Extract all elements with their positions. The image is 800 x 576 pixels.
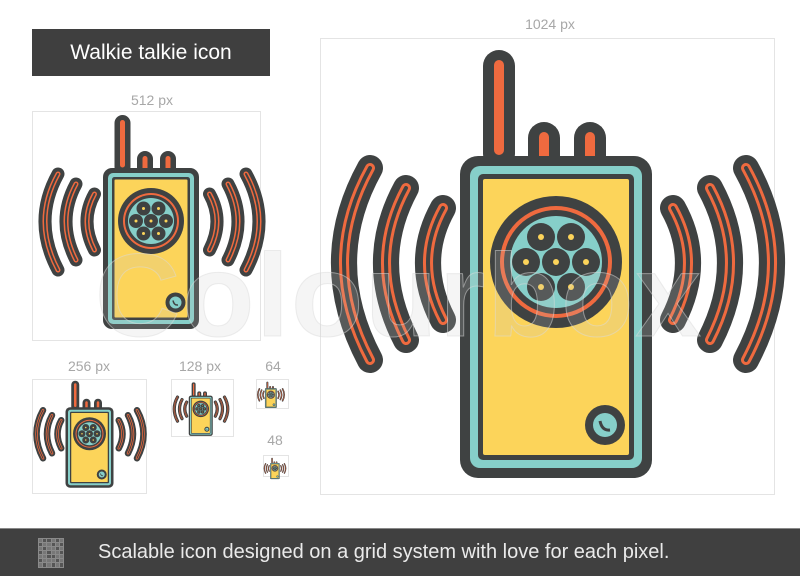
walkie-talkie-icon-128: [171, 381, 231, 440]
walkie-talkie-icon-64: [256, 381, 286, 410]
walkie-talkie-icon-256: [30, 378, 150, 496]
footer-bar: Scalable icon designed on a grid system …: [0, 528, 800, 576]
footer-text: Scalable icon designed on a grid system …: [98, 541, 670, 563]
walkie-talkie-icon-1024: [318, 40, 798, 510]
page-title: Walkie talkie icon: [32, 29, 270, 76]
size-label-64: 64: [265, 358, 281, 374]
size-label-48: 48: [267, 432, 283, 448]
walkie-talkie-icon-512: [32, 110, 272, 345]
walkie-talkie-icon-48: [263, 457, 287, 481]
grid-icon: [38, 537, 64, 568]
size-label-1024: 1024 px: [525, 16, 575, 32]
size-label-512: 512 px: [130, 92, 174, 108]
size-label-128: 128 px: [178, 358, 222, 374]
size-label-256: 256 px: [67, 358, 111, 374]
frame-128: [171, 379, 234, 437]
frame-64: [256, 379, 289, 409]
